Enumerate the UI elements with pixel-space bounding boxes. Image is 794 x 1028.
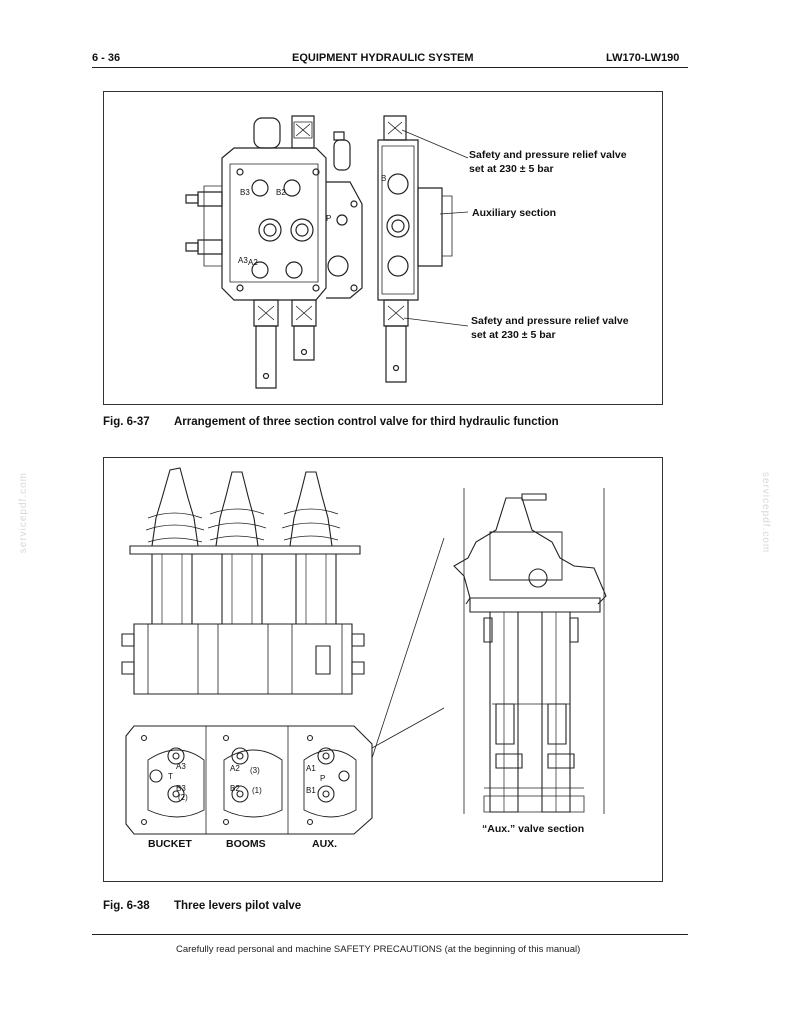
- watermark-left: servicepdf.com: [18, 472, 29, 554]
- port-t: T: [168, 772, 173, 781]
- port-b3: B3: [176, 784, 186, 793]
- port-a1: A1: [306, 764, 316, 773]
- caption-6-37-number: Fig. 6-37: [103, 416, 150, 428]
- lever-label-booms: BOOMS: [226, 838, 266, 850]
- page-number: 6 - 36: [92, 52, 121, 64]
- port-a3: A3: [176, 762, 186, 771]
- port-b1: B1: [306, 786, 316, 795]
- port-b: B: [381, 174, 387, 183]
- port-b3: B3: [240, 188, 250, 197]
- model-name: LW170-LW190: [606, 52, 680, 64]
- callout-relief-bottom-1: Safety and pressure relief valve: [471, 315, 629, 327]
- caption-6-38-number: Fig. 6-38: [103, 900, 150, 912]
- aux-valve-section-label: “Aux.” valve section: [482, 823, 585, 835]
- caption-6-38-text: Three levers pilot valve: [174, 900, 302, 912]
- port-a3: A3: [238, 256, 248, 265]
- port-note-2: (2): [178, 793, 188, 802]
- caption-6-37-text: Arrangement of three section control val…: [174, 416, 559, 428]
- footer-safety-note: Carefully read personal and machine SAFE…: [176, 944, 581, 955]
- port-b2: B2: [230, 784, 240, 793]
- header-rule: [92, 67, 688, 68]
- port-p: P: [326, 214, 332, 223]
- lever-label-bucket: BUCKET: [148, 838, 192, 850]
- callout-relief-top-1: Safety and pressure relief valve: [469, 149, 627, 161]
- port-a2: A2: [230, 764, 240, 773]
- pilot-valve-drawing: [104, 458, 662, 881]
- footer-rule: [92, 934, 688, 935]
- callout-relief-top-2: set at 230 ± 5 bar: [469, 163, 554, 175]
- lever-label-aux: AUX.: [312, 838, 338, 850]
- watermark-right: servicepdf.com: [760, 472, 771, 554]
- port-a2: A2: [248, 258, 258, 267]
- figure-6-38-frame: A3 T B3 (2) A2 (3) B2 (1) A1 P B1 BUCKET…: [103, 457, 663, 882]
- section-title: EQUIPMENT HYDRAULIC SYSTEM: [292, 52, 474, 64]
- callout-auxiliary: Auxiliary section: [472, 207, 557, 219]
- port-b2: B2: [276, 188, 286, 197]
- callout-relief-bottom-2: set at 230 ± 5 bar: [471, 329, 556, 341]
- port-p: P: [320, 774, 326, 783]
- port-note-3: (3): [250, 766, 260, 775]
- figure-6-37-frame: B3 B2 B P A3 A2 Safety and pressure reli…: [103, 91, 663, 405]
- port-note-1: (1): [252, 786, 262, 795]
- control-valve-drawing: [104, 92, 662, 404]
